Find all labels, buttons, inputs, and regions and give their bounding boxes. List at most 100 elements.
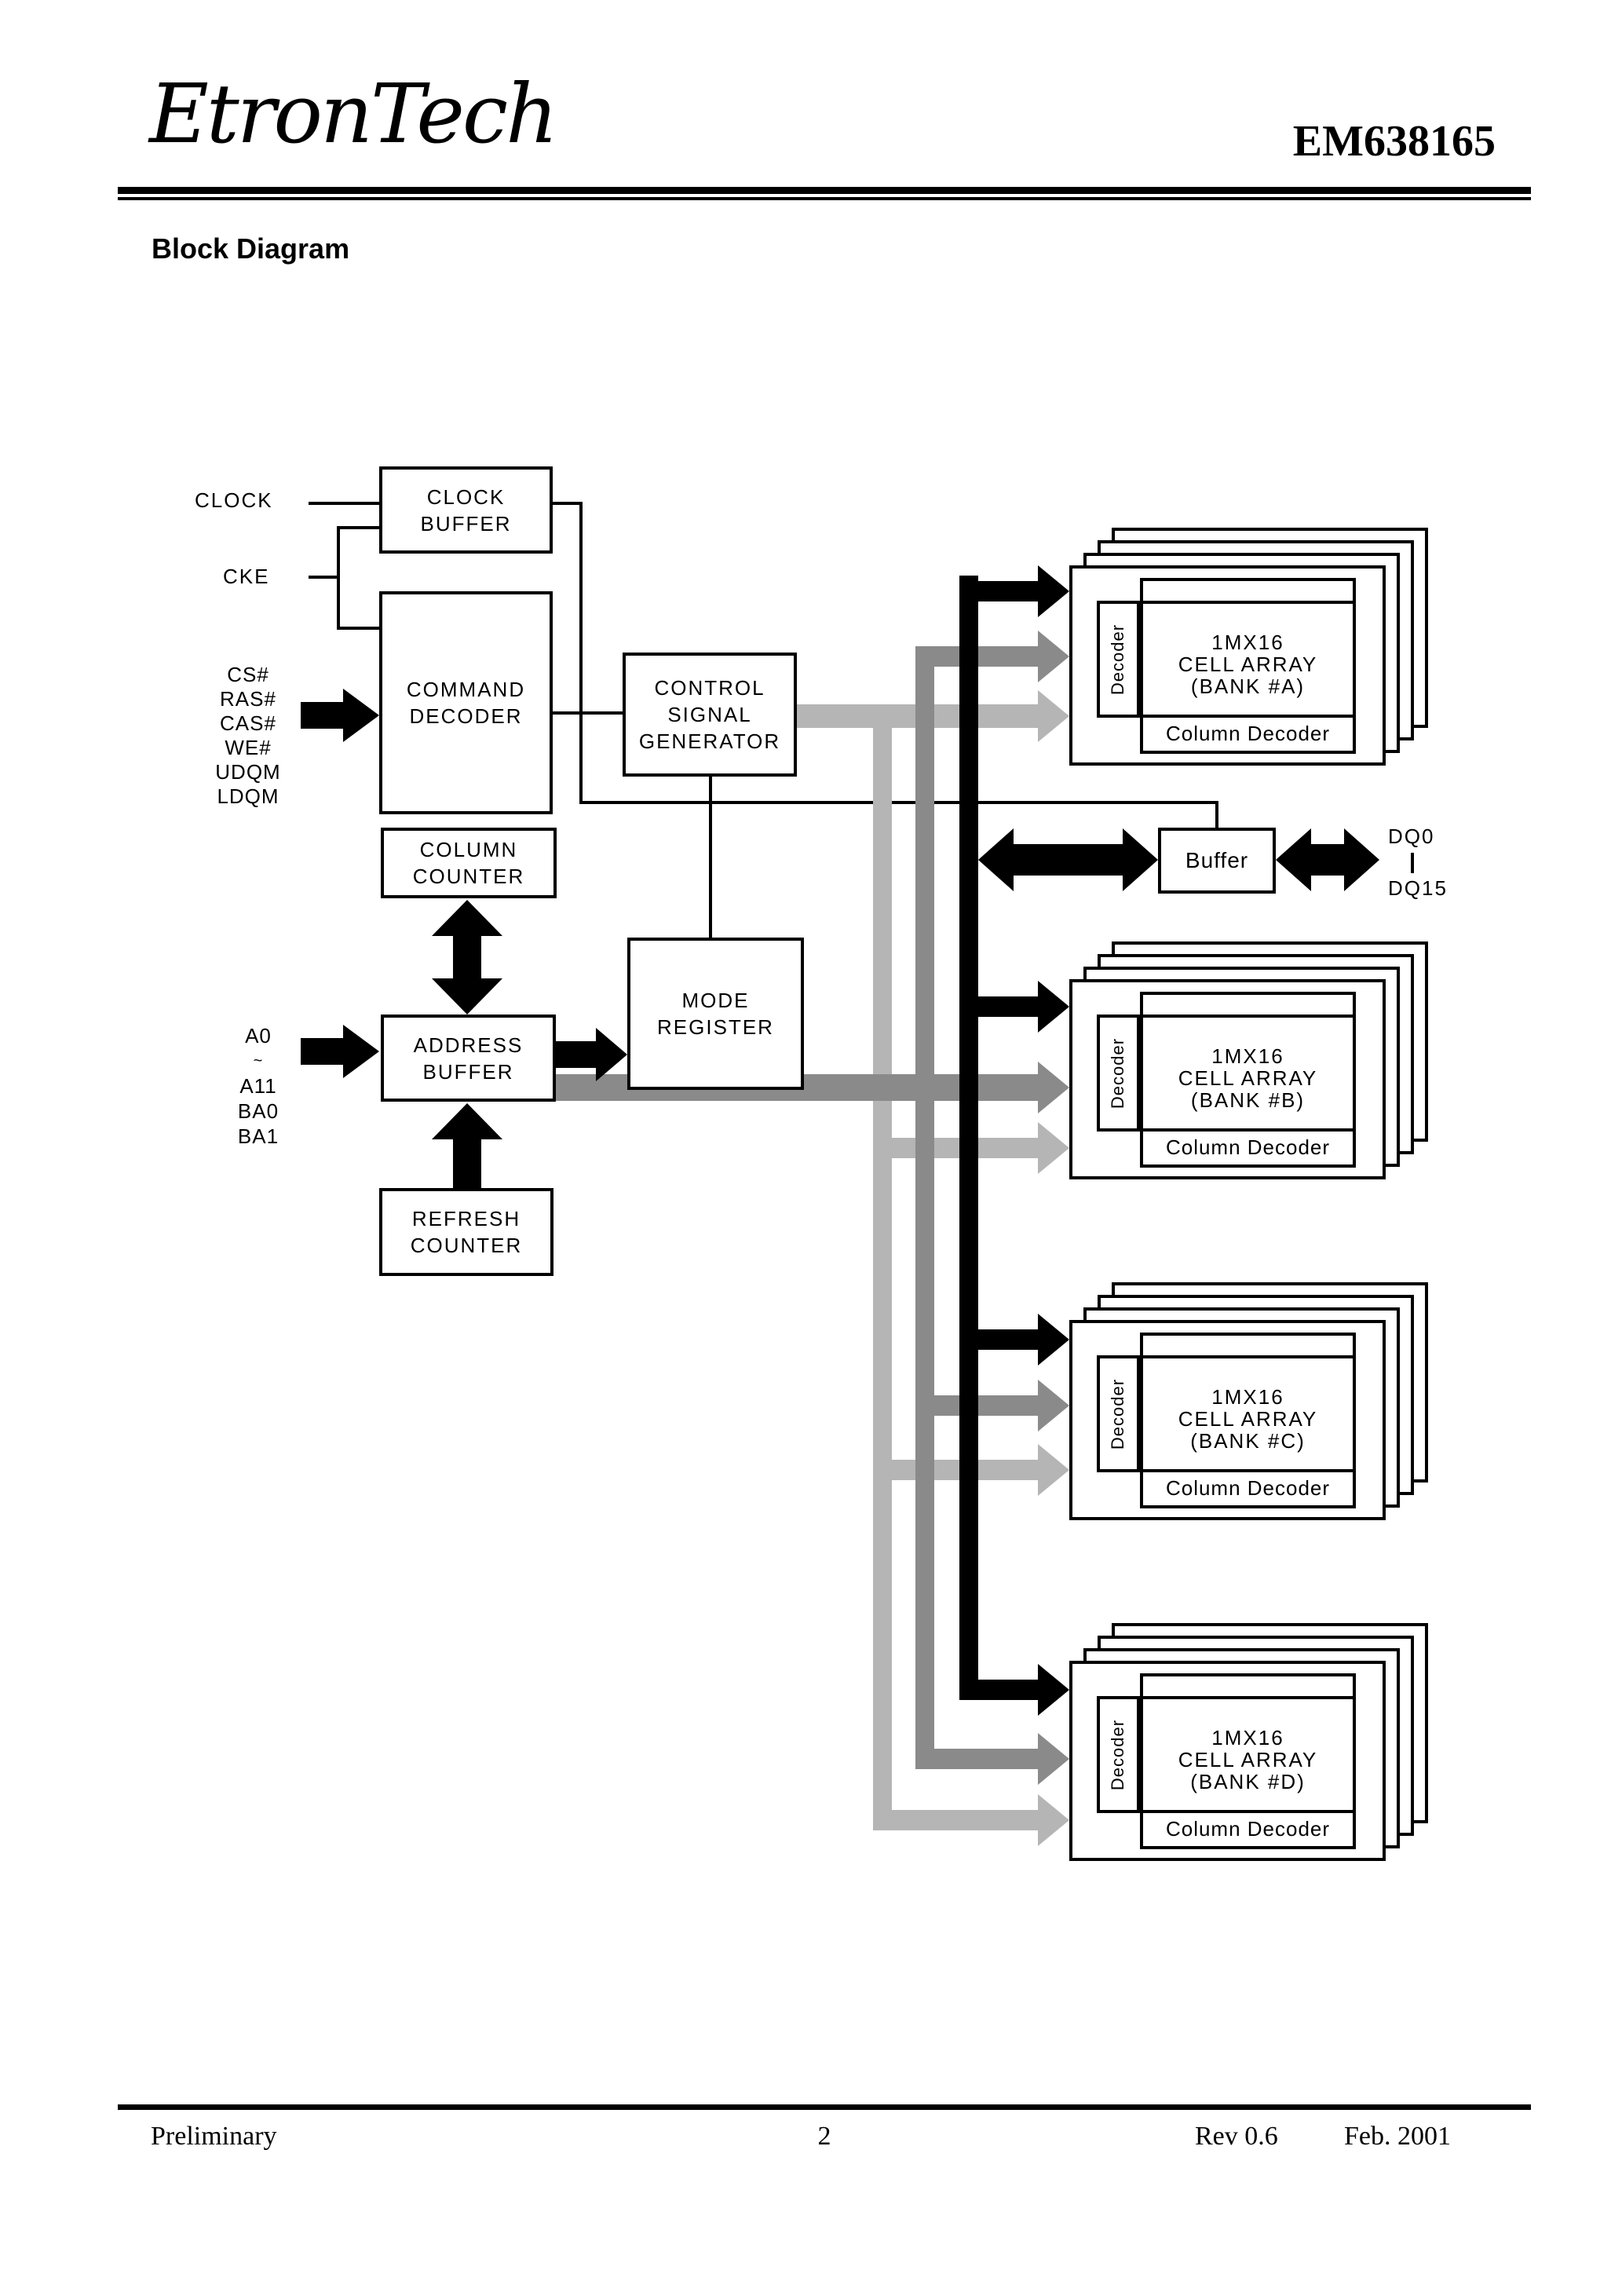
refresh-to-address-arrowhead	[432, 1103, 502, 1139]
bank-b-cell-array-label: CELL ARRAY	[1178, 1066, 1318, 1090]
header-rule-thick	[118, 187, 1531, 194]
company-logo: EtronTech	[149, 66, 558, 162]
bank-a-row-decoder-box: Decoder	[1097, 601, 1140, 718]
io-buffer-box: Buffer	[1158, 828, 1276, 894]
csg-label-line1: CONTROL	[654, 676, 765, 700]
data-bus-horizontal-bank-d	[978, 1680, 1041, 1700]
clock-buffer-box: CLOCK BUFFER	[379, 466, 553, 554]
row-address-bus-arrowhead-bank-a	[1038, 631, 1069, 682]
row-address-bus-arrowhead-bank-d	[1038, 1733, 1069, 1785]
command-to-csg-wire	[553, 711, 623, 715]
mode-register-box: MODE REGISTER	[627, 938, 804, 1090]
refresh-counter-box: REFRESH COUNTER	[379, 1188, 553, 1276]
address-buffer-box: ADDRESS BUFFER	[381, 1015, 556, 1102]
clock-wire	[309, 502, 379, 505]
cke-wire	[309, 576, 338, 579]
bank-a-cell-array-label: CELL ARRAY	[1178, 653, 1318, 676]
row-address-bus-trunk	[915, 646, 934, 1769]
footer-revision: Rev 0.6	[1195, 2122, 1278, 2151]
bank-d-array-box	[1140, 1673, 1356, 1849]
signal-label-a0: A0	[245, 1024, 272, 1047]
control-bus-horizontal-bank-d	[892, 1810, 1041, 1830]
signal-label-ldqm: LDQM	[217, 784, 279, 808]
bank-b: Decoder 1MX16 CELL ARRAY (BANK #B) Colum…	[1069, 941, 1438, 1185]
bank-b-array-box	[1140, 992, 1356, 1168]
address-input-arrowhead	[343, 1025, 379, 1078]
bank-a-name-label: (BANK #A)	[1190, 675, 1306, 698]
command-decoder-box: COMMAND DECODER	[379, 591, 553, 814]
bank-a-column-decoder-label: Column Decoder	[1165, 722, 1331, 745]
clock-to-buffer-drop	[1215, 801, 1218, 831]
csg-label-line3: GENERATOR	[638, 729, 781, 753]
row-address-bus-arrowhead-bank-b	[1038, 1062, 1069, 1113]
data-bus-trunk	[959, 576, 978, 1700]
dq-range-tick	[1411, 853, 1414, 873]
footer-rule	[118, 2104, 1531, 2110]
csg-to-mode-register-wire	[709, 777, 712, 938]
command-input-arrowhead	[343, 689, 379, 742]
bank-a-array-box	[1140, 578, 1356, 754]
footer-date: Feb. 2001	[1344, 2122, 1451, 2151]
row-address-bus-horizontal-bank-d	[934, 1749, 1041, 1769]
control-bus-arrowhead-bank-b	[1038, 1122, 1069, 1174]
io-buffer-label: Buffer	[1185, 848, 1249, 872]
part-number: EM638165	[1292, 117, 1496, 166]
bank-b-row-decoder-label: Decoder	[1108, 1037, 1128, 1109]
column-counter-label-line2: COUNTER	[412, 865, 525, 888]
bank-c-column-strip-line	[1140, 1469, 1356, 1472]
control-bus-arrowhead-bank-a	[1038, 690, 1069, 742]
command-decoder-label-line1: COMMAND	[406, 678, 526, 701]
cke-wire-to-command-decoder	[337, 627, 379, 630]
bank-a-row-decoder-label: Decoder	[1108, 623, 1128, 695]
bank-b-name-label: (BANK #B)	[1190, 1088, 1306, 1112]
cke-wire-to-clock-buffer	[337, 526, 379, 529]
dq15-label: DQ15	[1388, 876, 1448, 900]
bank-b-array-label: 1MX16 CELL ARRAY (BANK #B)	[1143, 1045, 1353, 1111]
data-bus-arrowhead-bank-b	[1038, 981, 1069, 1033]
signal-label-cas: CAS#	[220, 711, 276, 735]
bank-c-name-label: (BANK #C)	[1190, 1429, 1306, 1453]
column-counter-label-line1: COLUMN	[419, 838, 518, 861]
counter-buffer-arrowhead-up	[432, 900, 502, 936]
bank-c-top-strip-line	[1140, 1355, 1356, 1358]
signal-label-ba0: BA0	[237, 1099, 279, 1123]
counter-buffer-arrowhead-down	[432, 978, 502, 1015]
bank-a-column-strip-line	[1140, 715, 1356, 718]
signal-label-udqm: UDQM	[215, 760, 281, 784]
buffer-to-dq-arrowhead-left	[1276, 828, 1311, 891]
bank-b-column-decoder-label: Column Decoder	[1165, 1135, 1331, 1159]
refresh-counter-label-line1: REFRESH	[411, 1207, 521, 1230]
refresh-counter-label-line2: COUNTER	[410, 1234, 523, 1257]
bank-c-cell-array-label: CELL ARRAY	[1178, 1407, 1318, 1431]
counter-buffer-arrow-shaft	[453, 934, 481, 980]
address-to-mode-register-shaft	[552, 1041, 597, 1068]
command-input-labels: CS# RAS# CAS# WE# UDQM LDQM	[206, 663, 290, 809]
command-decoder-label-line2: DECODER	[409, 704, 523, 728]
dq0-label: DQ0	[1388, 824, 1435, 848]
bank-c-size-label: 1MX16	[1211, 1385, 1284, 1409]
bank-b-top-strip-line	[1140, 1015, 1356, 1018]
bank-c-array-box	[1140, 1333, 1356, 1508]
data-bus-horizontal-bank-a	[978, 581, 1041, 601]
bus-to-buffer-arrowhead-right	[1123, 828, 1158, 891]
clock-buffer-label-line2: BUFFER	[420, 511, 512, 536]
bank-d-row-decoder-label: Decoder	[1108, 1719, 1128, 1790]
address-buffer-label-line2: BUFFER	[422, 1059, 514, 1084]
cke-label: CKE	[223, 565, 270, 588]
clock-distribution-wire	[579, 801, 1218, 804]
bank-c: Decoder 1MX16 CELL ARRAY (BANK #C) Colum…	[1069, 1282, 1438, 1526]
bank-d-column-strip-line	[1140, 1810, 1356, 1813]
address-buffer-label-line1: ADDRESS	[413, 1033, 524, 1057]
control-signal-generator-box: CONTROL SIGNAL GENERATOR	[623, 653, 797, 777]
buffer-to-dq-arrowhead-right	[1344, 828, 1379, 891]
row-address-bus-horizontal-bank-a	[934, 646, 1041, 667]
signal-label-ba1: BA1	[237, 1124, 279, 1148]
bank-d-top-strip-line	[1140, 1696, 1356, 1699]
row-address-bus-horizontal-bank-c	[934, 1395, 1041, 1416]
bank-c-column-decoder-label: Column Decoder	[1165, 1476, 1331, 1500]
bank-d-column-decoder-label: Column Decoder	[1165, 1817, 1331, 1841]
row-address-bus-arrowhead-bank-c	[1038, 1380, 1069, 1431]
refresh-to-address-shaft	[453, 1138, 481, 1188]
signal-label-we: WE#	[225, 736, 272, 759]
